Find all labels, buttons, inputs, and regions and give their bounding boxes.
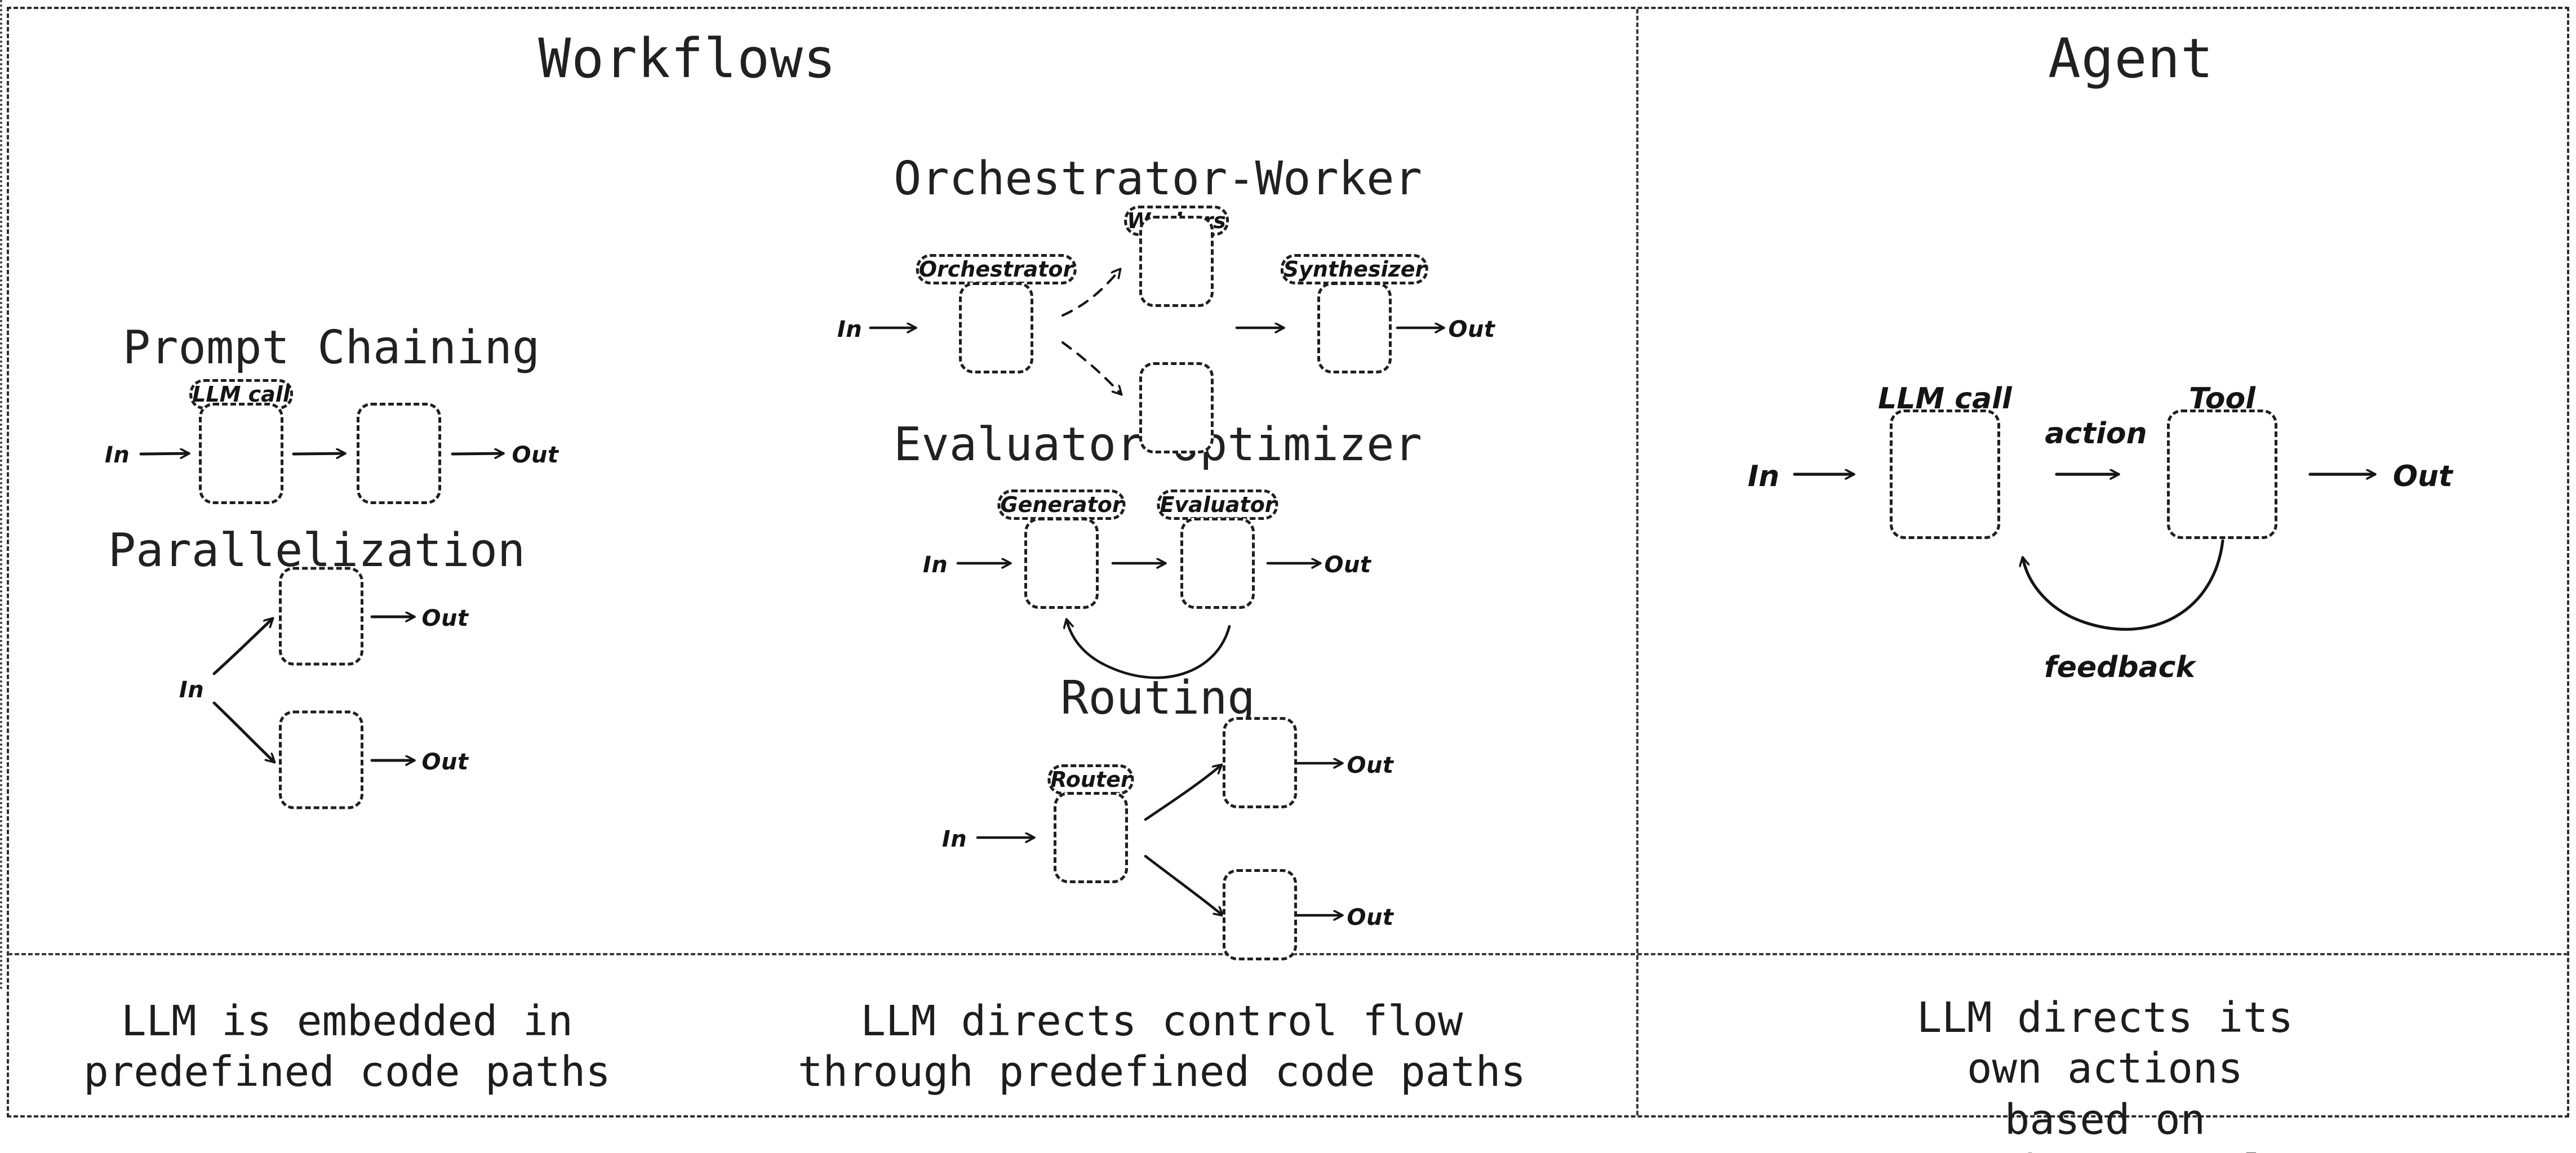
routing-target-box-1[interactable] (1223, 717, 1297, 808)
pattern-title-routing: Routing (1060, 671, 1255, 725)
evaluator-label: Evaluator (1157, 489, 1278, 520)
generator-box[interactable] (1024, 518, 1099, 609)
agent-llm-box[interactable] (1890, 409, 2000, 539)
parallelization-llm-box-2[interactable] (279, 710, 363, 809)
caption-agent: LLM directs its own actions based on env… (1916, 994, 2294, 1153)
generator-label: Generator (997, 489, 1126, 520)
evaluator-box[interactable] (1180, 518, 1255, 609)
worker-box-1[interactable] (1139, 216, 1214, 307)
agent-input-label: In (1747, 460, 1780, 493)
pattern-title-orchestrator-worker: Orchestrator-Worker (894, 152, 1422, 206)
prompt-chaining-output-label: Out (512, 442, 559, 468)
evaluator-optimizer-input-label: In (922, 552, 948, 578)
orchestrator-box[interactable] (959, 282, 1033, 373)
column-title-workflows: Workflows (538, 27, 837, 90)
column-title-agent: Agent (2048, 27, 2214, 90)
router-label: Router (1047, 764, 1134, 795)
router-box[interactable] (1054, 792, 1128, 883)
divider-workflows-agent (1636, 9, 1638, 1115)
orchestrator-worker-input-label: In (837, 317, 863, 342)
divider-workflows-inner (0, 0, 2, 990)
pattern-title-prompt-chaining: Prompt Chaining (122, 321, 540, 375)
agent-tool-box[interactable] (2167, 409, 2277, 539)
routing-output-label-2: Out (1347, 905, 1394, 931)
parallelization-output-label-2: Out (421, 749, 469, 775)
caption-workflows-left: LLM is embedded in predefined code paths (83, 997, 611, 1097)
caption-workflows-right: LLM directs control flow through predefi… (797, 997, 1526, 1097)
prompt-chaining-llm-box-1[interactable] (199, 403, 283, 504)
synthesizer-box[interactable] (1317, 282, 1392, 373)
worker-box-2[interactable] (1139, 362, 1214, 453)
figure-border (7, 7, 2569, 1118)
parallelization-llm-box-1[interactable] (279, 567, 363, 666)
prompt-chaining-input-label: In (104, 442, 130, 468)
parallelization-input-label: In (179, 677, 205, 703)
parallelization-output-label-1: Out (421, 606, 469, 631)
evaluator-optimizer-output-label: Out (1324, 552, 1371, 578)
routing-target-box-2[interactable] (1223, 869, 1297, 960)
agent-action-label: action (2045, 417, 2147, 451)
orchestrator-label: Orchestrator (916, 254, 1077, 284)
routing-input-label: In (941, 826, 967, 852)
synthesizer-label: Synthesizer (1280, 254, 1429, 284)
prompt-chaining-llm-box-2[interactable] (357, 403, 441, 504)
agent-output-label: Out (2392, 460, 2453, 493)
agent-feedback-label: feedback (2044, 651, 2196, 684)
orchestrator-worker-output-label: Out (1448, 317, 1495, 342)
routing-output-label-1: Out (1347, 753, 1394, 778)
